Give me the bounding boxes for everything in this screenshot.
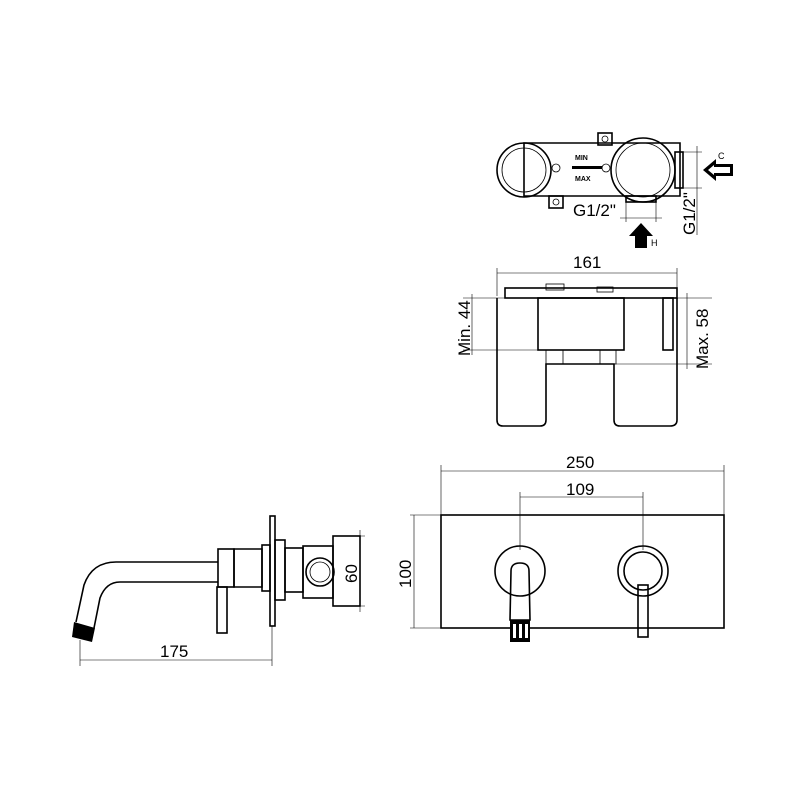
cold-inlet-arrow-icon — [703, 159, 733, 181]
hot-inlet-arrow-icon — [629, 223, 653, 248]
cover-plate — [440, 514, 725, 629]
right-port-circle — [610, 137, 676, 203]
spout-length-dimension: 175 — [160, 642, 188, 661]
front-plate-view: 250 109 100 — [396, 453, 725, 642]
top-view-valve-body: MIN MAX G1/2" G1/2" C H — [496, 132, 733, 248]
max-depth-dimension: Max. 58 — [693, 309, 712, 369]
thread-dimension-horizontal: G1/2" — [573, 201, 616, 220]
thread-dimension-vertical: G1/2" — [680, 192, 699, 235]
plate-height-dimension: 100 — [396, 560, 415, 588]
cold-label: C — [718, 151, 725, 161]
plate-width-dimension: 250 — [566, 453, 594, 472]
min-depth-dimension: Min. 44 — [455, 300, 474, 356]
box-depth-dimension: 60 — [342, 564, 361, 583]
left-port-circle — [496, 142, 552, 198]
max-label: MAX — [575, 176, 591, 183]
box-width-dimension: 161 — [573, 253, 601, 272]
min-label: MIN — [575, 155, 588, 162]
hot-label: H — [651, 238, 658, 248]
box-side-view: 161 Min. 44 Max. 58 — [455, 253, 712, 427]
spacing-dimension: 109 — [566, 480, 594, 499]
spout-side-view: 60 175 — [72, 515, 365, 666]
